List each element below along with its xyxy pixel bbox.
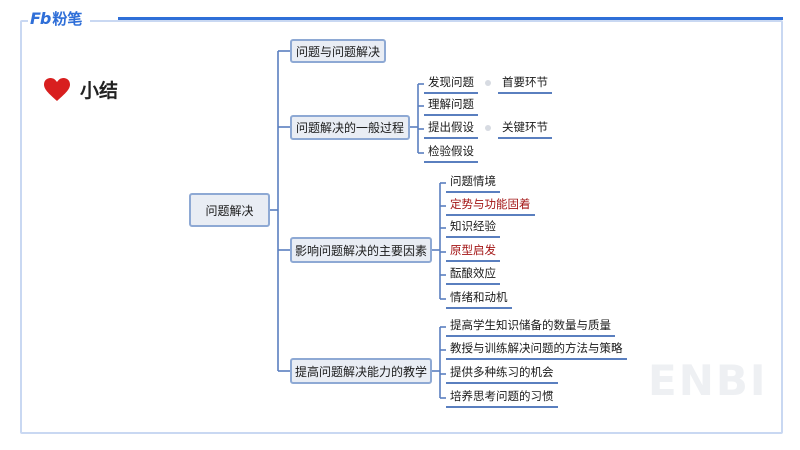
tag-primary-step: 首要环节: [498, 74, 552, 94]
leaf-set-functional-fixedness: 定势与功能固着: [446, 196, 535, 216]
connector-dot: [485, 80, 491, 86]
tag-key-step: 关键环节: [498, 119, 552, 139]
summary-heading: 小结: [44, 76, 118, 103]
branch-general-process: 问题解决的一般过程: [290, 115, 410, 140]
leaf-prototype-inspiration: 原型启发: [446, 242, 500, 262]
leaf-emotion-motivation: 情绪和动机: [446, 289, 512, 309]
logo-mark: Fb: [30, 9, 51, 28]
branch-teaching: 提高问题解决能力的教学: [290, 358, 432, 384]
brand-logo: Fb 粉笔: [28, 8, 91, 30]
leaf-propose-hypothesis: 提出假设: [424, 119, 478, 139]
branch-problem-and-solving: 问题与问题解决: [290, 39, 386, 63]
header-rule: [118, 17, 783, 20]
leaf-problem-situation: 问题情境: [446, 173, 500, 193]
leaf-knowledge-experience: 知识经验: [446, 218, 500, 238]
leaf-find-problem: 发现问题: [424, 74, 478, 94]
connector-dot: [485, 125, 491, 131]
leaf-understand-problem: 理解问题: [424, 96, 478, 116]
leaf-teach-methods: 教授与训练解决问题的方法与策略: [446, 340, 627, 360]
watermark: ENBI: [648, 356, 768, 405]
logo-text: 粉笔: [52, 10, 83, 28]
root-node: 问题解决: [189, 193, 270, 227]
slide-frame: [20, 20, 783, 434]
leaf-incubation-effect: 酝酿效应: [446, 265, 500, 285]
leaf-practice-opportunities: 提供多种练习的机会: [446, 364, 558, 384]
summary-title: 小结: [80, 80, 119, 102]
leaf-thinking-habits: 培养思考问题的习惯: [446, 388, 558, 408]
branch-main-factors: 影响问题解决的主要因素: [290, 237, 432, 263]
leaf-knowledge-reserve: 提高学生知识储备的数量与质量: [446, 317, 615, 337]
leaf-test-hypothesis: 检验假设: [424, 143, 478, 163]
heart-icon: [44, 77, 70, 101]
